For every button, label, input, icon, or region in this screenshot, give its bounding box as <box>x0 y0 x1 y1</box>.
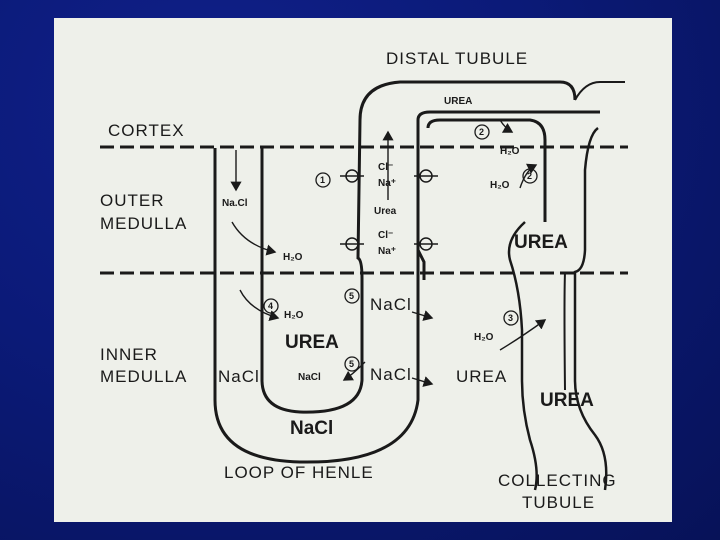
nacl-inner-medulla: NaCl <box>218 367 260 386</box>
collecting-duct-inner <box>565 272 566 390</box>
collecting-tubule-right <box>575 128 606 490</box>
svg-text:5: 5 <box>349 359 354 369</box>
outer-medulla-label-1: OUTER <box>100 191 165 210</box>
nacl-loop-bottom: NaCl <box>290 418 333 439</box>
nacl-out-arrow-1 <box>412 312 432 318</box>
svg-text:4: 4 <box>268 301 273 311</box>
na-label-upper: Na⁺ <box>378 178 396 189</box>
urea-collecting-upper: UREA <box>514 232 568 253</box>
collecting-tubule-label-2: TUBULE <box>522 493 595 512</box>
h2o-label-outer: H₂O <box>283 252 303 263</box>
step-5-marker-lower: 5 <box>345 357 359 371</box>
urea-mid-label: Urea <box>374 206 397 217</box>
step-3-marker: 3 <box>504 311 518 325</box>
urea-interstitium: UREA <box>456 367 507 386</box>
nacl-ascending-lower: NaCl <box>370 365 412 384</box>
svg-text:5: 5 <box>349 291 354 301</box>
svg-text:2: 2 <box>479 127 484 137</box>
h2o-label-4: H₂O <box>284 310 304 321</box>
inner-medulla-label-1: INNER <box>100 345 158 364</box>
nacl-out-arrow-2 <box>412 378 432 384</box>
step-2-marker-a: 2 <box>475 125 489 139</box>
distal-tail <box>575 82 625 100</box>
collecting-tubule-left <box>509 222 537 490</box>
nacl-descending-label: Na.Cl <box>222 198 248 209</box>
collecting-tubule-label-1: COLLECTING <box>498 471 617 490</box>
h2o-arrow-outer <box>232 222 275 252</box>
loop-of-henle-label: LOOP OF HENLE <box>224 463 374 482</box>
nacl-loop-small: NaCl <box>298 372 321 383</box>
svg-text:1: 1 <box>320 175 325 185</box>
cortex-label: CORTEX <box>108 121 185 140</box>
h2o-label-3: H₂O <box>474 332 494 343</box>
h2o-arrow-2a <box>500 120 512 132</box>
transporter-lower-left <box>340 238 364 250</box>
urea-distal-label: UREA <box>444 96 472 107</box>
svg-text:2: 2 <box>527 171 532 181</box>
step-4-marker: 4 <box>264 299 278 313</box>
h2o-label-2a: H₂O <box>500 146 520 157</box>
step-1-marker: 1 <box>316 173 330 187</box>
step-5-marker-upper: 5 <box>345 289 359 303</box>
nacl-ascending-upper: NaCl <box>370 295 412 314</box>
urea-inner-loop: UREA <box>285 332 339 353</box>
cl-label-upper: Cl⁻ <box>378 162 393 173</box>
urea-collecting-lower: UREA <box>540 390 594 411</box>
outer-medulla-label-2: MEDULLA <box>100 214 187 233</box>
inner-medulla-label-2: MEDULLA <box>100 367 187 386</box>
cl-label-lower: Cl⁻ <box>378 230 393 241</box>
svg-text:3: 3 <box>508 313 513 323</box>
distal-tubule-label: DISTAL TUBULE <box>386 49 528 68</box>
h2o-label-2b: H₂O <box>490 180 510 191</box>
na-label-lower: Na⁺ <box>378 246 396 257</box>
